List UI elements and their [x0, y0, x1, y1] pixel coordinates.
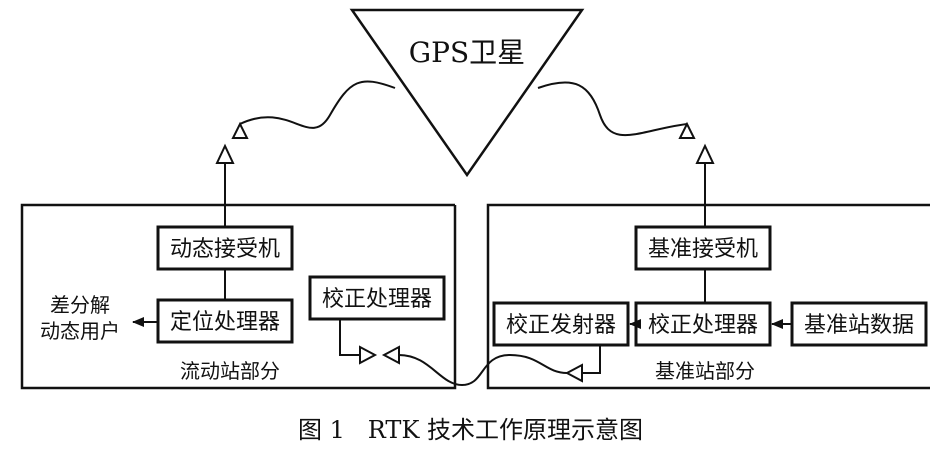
- rover-correction-feed: [339, 319, 360, 356]
- base-receiver-box: [634, 225, 772, 271]
- correction-radio-link: [398, 353, 568, 387]
- satellite-label: GPS卫星: [409, 36, 525, 69]
- rover-positioning-processor-label: 定位处理器: [170, 310, 280, 335]
- base-signal-marker-icon: [678, 121, 696, 139]
- satellite-triangle: [349, 8, 585, 178]
- base-link-antenna-icon: [564, 363, 583, 383]
- base-correction-transmitter-label: 校正发射器: [506, 313, 616, 338]
- rtk-diagram: GPS卫星 动态接受机 定位处理器 差分解 动态用户 校正处理器 流动站部分 校…: [20, 8, 930, 390]
- rover-receiver-label: 动态接受机: [170, 237, 280, 262]
- figure-caption: 图 1 RTK 技术工作原理示意图: [0, 410, 941, 445]
- rover-correction-processor-box: [308, 275, 446, 321]
- figure-title: RTK 技术工作原理示意图: [367, 416, 643, 444]
- rover-link-antenna-left-icon: [359, 345, 378, 365]
- base-transmitter-feed: [582, 345, 601, 374]
- rover-signal-marker-icon: [231, 121, 249, 139]
- base-section-panel: [486, 203, 930, 390]
- figure-number: 图 1: [297, 416, 345, 444]
- rover-output-label-line1: 差分解: [50, 293, 110, 317]
- base-receiver-label: 基准接受机: [648, 237, 758, 262]
- rover-receiver-box: [156, 225, 294, 271]
- rover-section-label: 流动站部分: [180, 359, 280, 383]
- base-antenna-icon: [695, 143, 715, 164]
- base-correction-processor-box: [634, 301, 772, 347]
- base-satellite-link: [537, 81, 688, 137]
- rover-link-antenna-right-icon: [381, 345, 400, 365]
- base-section-label: 基准站部分: [655, 359, 755, 383]
- rover-output-label-line2: 动态用户: [40, 319, 120, 343]
- rover-section-panel: [20, 203, 457, 390]
- base-correction-processor-label: 校正处理器: [648, 313, 758, 338]
- base-correction-transmitter-box: [492, 301, 630, 347]
- rover-correction-processor-label: 校正处理器: [322, 287, 432, 312]
- base-station-data-label: 基准站数据: [804, 313, 914, 338]
- rover-satellite-link: [239, 80, 396, 129]
- rover-antenna-icon: [215, 143, 235, 164]
